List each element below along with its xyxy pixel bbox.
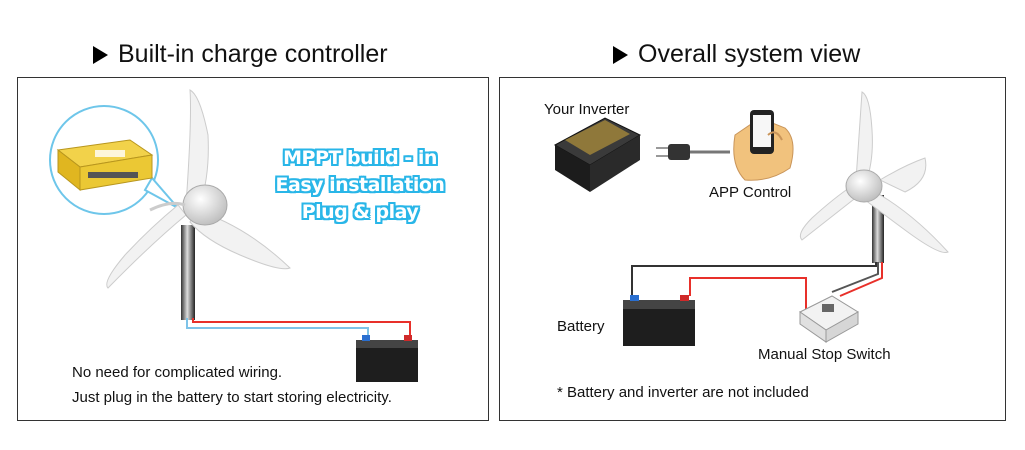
play-arrow-icon <box>613 45 628 64</box>
feature-line: Plug & play <box>301 201 419 223</box>
feature-callout: MPPT build - in Easy installation Plug &… <box>250 145 470 226</box>
battery-label: Battery <box>557 318 605 335</box>
charge-controller-icon <box>56 139 154 192</box>
left-wiring <box>186 318 411 340</box>
right-heading: Overall system view <box>613 40 860 69</box>
footnote: * Battery and inverter are not included <box>557 384 809 401</box>
inverter-label: Your Inverter <box>544 101 630 118</box>
wind-turbine-right <box>799 91 949 263</box>
stop-switch-icon <box>799 295 859 343</box>
play-arrow-icon <box>93 45 108 64</box>
feature-line: Easy installation <box>275 174 445 196</box>
note-line-1: No need for complicated wiring. <box>72 364 283 381</box>
right-wiring <box>631 262 883 320</box>
app-control-label: APP Control <box>709 184 792 201</box>
wind-turbine-left <box>106 89 291 320</box>
battery-left-icon <box>356 335 418 382</box>
feature-line: MPPT build - in <box>283 147 437 169</box>
right-heading-text: Overall system view <box>638 40 861 68</box>
battery-right-icon <box>623 295 695 346</box>
note-line-2: Just plug in the battery to start storin… <box>72 389 392 406</box>
power-plug-icon <box>656 144 730 160</box>
left-heading-text: Built-in charge controller <box>118 40 388 68</box>
hand-phone-icon <box>733 110 794 181</box>
inverter-icon <box>553 117 642 192</box>
stop-switch-label: Manual Stop Switch <box>758 346 891 363</box>
left-heading: Built-in charge controller <box>93 40 388 69</box>
